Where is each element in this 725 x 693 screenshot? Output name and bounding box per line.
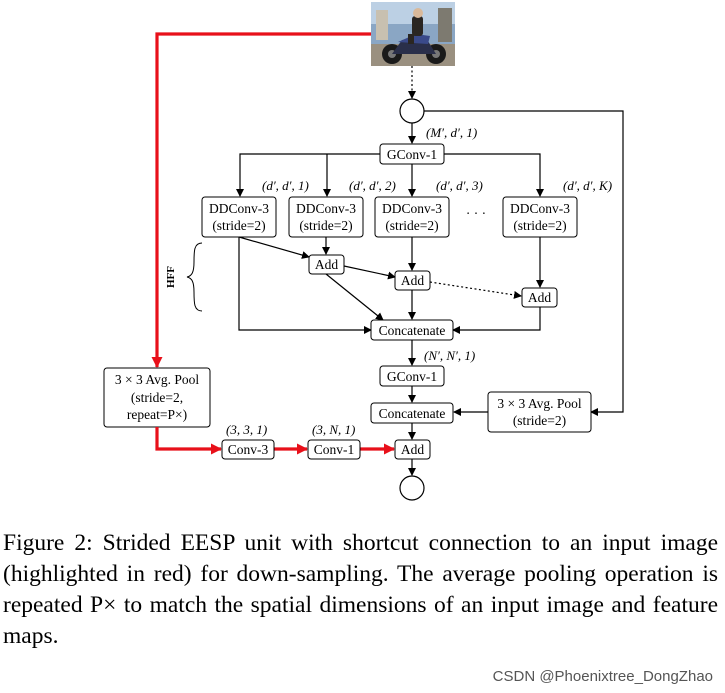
svg-text:repeat=P×): repeat=P×)	[127, 407, 187, 422]
gconv1-bottom-annotation: (N′, N′, 1)	[424, 348, 475, 363]
hff-brace	[186, 242, 203, 312]
edge-add1-to-add2	[343, 265, 396, 280]
svg-text:DDConv-3: DDConv-3	[209, 201, 269, 216]
ddconv-3-node: DDConv-3 (stride=2)	[374, 196, 450, 238]
svg-text:(stride=2): (stride=2)	[299, 218, 352, 233]
dd3-annotation: (d′, d′, 3)	[436, 178, 483, 193]
output-node	[399, 475, 425, 501]
gconv1-top-label: GConv-1	[387, 147, 437, 162]
ddconv-k-node: DDConv-3 (stride=2)	[502, 196, 578, 238]
svg-text:DDConv-3: DDConv-3	[510, 201, 570, 216]
edge-add1-to-concat	[325, 273, 384, 321]
add-node-final: Add	[394, 439, 431, 460]
svg-text:GConv-1: GConv-1	[387, 369, 437, 384]
csdn-watermark: CSDN @Phoenixtree_DongZhao	[492, 668, 713, 685]
svg-text:Add: Add	[315, 257, 338, 272]
figure-caption: Figure 2: Strided EESP unit with shortcu…	[3, 530, 718, 649]
svg-text:DDConv-3: DDConv-3	[296, 201, 356, 216]
edge-add2-to-addk	[429, 281, 522, 299]
edge-dd1-to-add1	[238, 236, 310, 259]
add-node-1: Add	[308, 254, 345, 275]
svg-text:Concatenate: Concatenate	[379, 323, 446, 338]
svg-text:DDConv-3: DDConv-3	[382, 201, 442, 216]
concatenate-node-1: Concatenate	[370, 319, 454, 341]
input-image	[371, 2, 455, 66]
gconv1-top-node: GConv-1	[379, 143, 445, 165]
hff-label: HFF	[165, 266, 177, 288]
svg-text:(stride=2): (stride=2)	[385, 218, 438, 233]
svg-text:(stride=2): (stride=2)	[513, 218, 566, 233]
svg-text:(stride=2): (stride=2)	[212, 218, 265, 233]
gconv1-bottom-node: GConv-1	[379, 365, 445, 387]
conv3-node: Conv-3	[221, 439, 275, 460]
ddconv-2-node: DDConv-3 (stride=2)	[288, 196, 364, 238]
svg-text:3 × 3 Avg. Pool: 3 × 3 Avg. Pool	[115, 372, 199, 387]
svg-text:Add: Add	[401, 273, 424, 288]
edge-addk-to-concat	[452, 307, 541, 334]
svg-text:(stride=2): (stride=2)	[513, 413, 566, 428]
svg-text:Concatenate: Concatenate	[379, 406, 446, 421]
svg-text:Add: Add	[528, 290, 551, 305]
input-node	[399, 98, 425, 124]
edge-dd1-to-concat	[238, 237, 372, 334]
svg-text:Conv-3: Conv-3	[228, 442, 269, 457]
ddk-annotation: (d′, d′, K)	[563, 178, 612, 193]
edge-gconv-branch-right	[444, 153, 544, 197]
add-node-k: Add	[521, 287, 558, 308]
red-edge-pool-to-conv3	[155, 427, 222, 455]
svg-text:Conv-1: Conv-1	[314, 442, 355, 457]
red-shortcut-path	[151, 32, 371, 368]
eesp-diagram: GConv-1 (M′, d′, 1) (d′, d′, 1) (d′, d′,…	[103, 2, 624, 501]
ddconv-1-node: DDConv-3 (stride=2)	[201, 196, 277, 238]
avgpool-right-node: 3 × 3 Avg. Pool (stride=2)	[487, 391, 592, 433]
dd1-annotation: (d′, d′, 1)	[262, 178, 309, 193]
conv1-annotation: (3, N, 1)	[312, 422, 355, 437]
svg-text:(stride=2,: (stride=2,	[131, 390, 183, 405]
svg-text:3 × 3 Avg. Pool: 3 × 3 Avg. Pool	[497, 396, 581, 411]
gconv1-top-annotation: (M′, d′, 1)	[426, 125, 477, 140]
dd2-annotation: (d′, d′, 2)	[349, 178, 396, 193]
add-node-2: Add	[394, 270, 431, 291]
conv3-annotation: (3, 3, 1)	[226, 422, 267, 437]
avgpool-left-node: 3 × 3 Avg. Pool (stride=2, repeat=P×)	[103, 367, 211, 428]
concatenate-node-2: Concatenate	[370, 402, 454, 424]
conv1-node: Conv-1	[307, 439, 361, 460]
branch-ellipsis: · · ·	[466, 206, 486, 221]
edge-gconv-branch-left	[236, 153, 380, 197]
svg-text:Add: Add	[401, 442, 424, 457]
edge-bypass-right	[424, 110, 624, 416]
